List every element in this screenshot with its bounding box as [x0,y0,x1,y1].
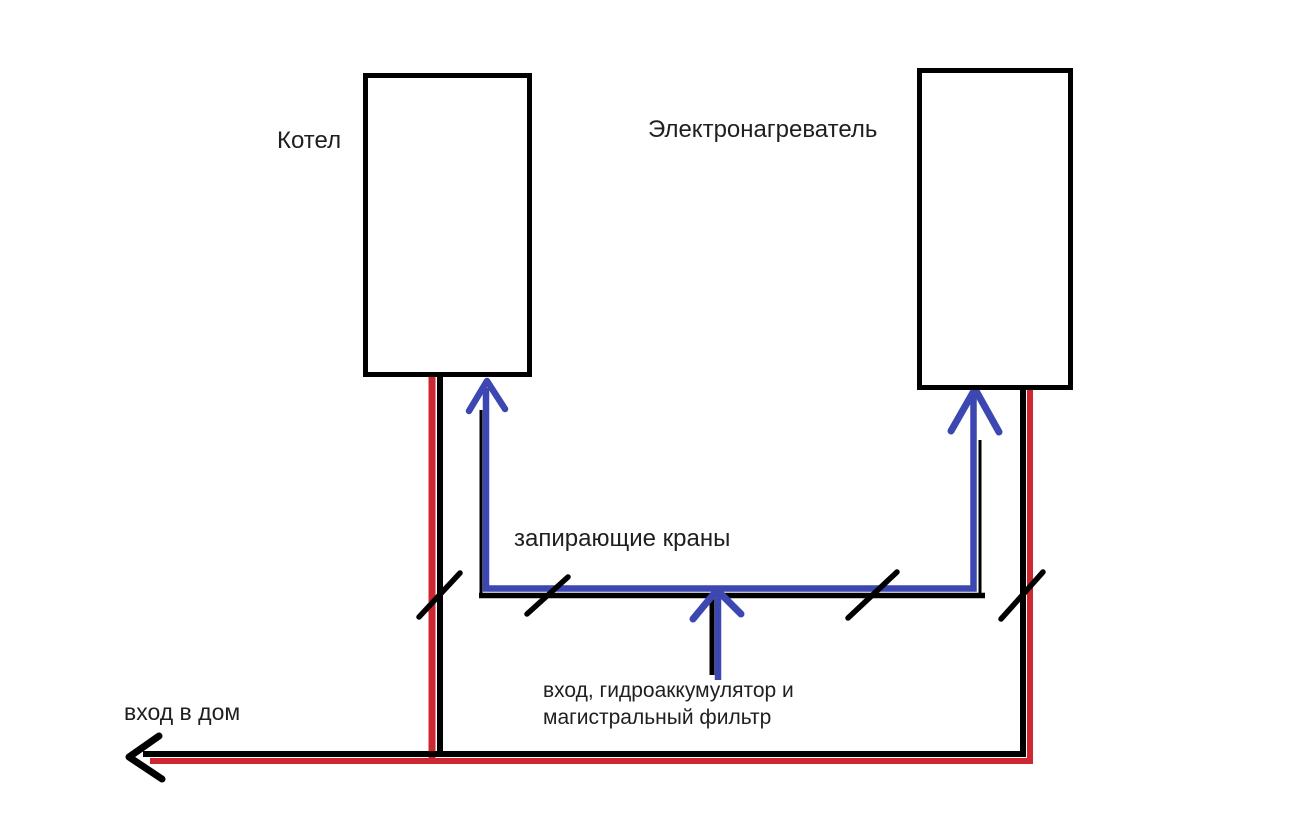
heater-box [917,68,1073,390]
boiler-label: Котел [277,127,342,154]
hot-pipe-bottom-and-heater [150,388,1033,764]
house-entrance-label: вход в дом [124,699,241,725]
pipe-bottom-and-heater [143,388,1026,757]
boiler-box [363,73,532,377]
boiler-arrowhead [465,377,509,415]
valve-slash-mid-left [524,574,571,617]
inlet-label-line2: магистральный фильтр [543,706,772,729]
inlet-arrowhead [689,586,745,623]
valve-slash-boiler [416,570,463,620]
inlet-label: вход, гидроаккумулятор и магистральный ф… [543,677,794,731]
shutoff-valves-label: запирающие краны [514,525,731,552]
cold-flow-path [482,388,977,592]
heater-label: Электронагреватель [648,116,878,143]
house-entrance-arrowhead [125,732,166,783]
inlet-label-line1: вход, гидроаккумулятор и [543,679,794,702]
valve-slash-mid-right [845,569,900,621]
valve-slash-heater [998,569,1046,622]
